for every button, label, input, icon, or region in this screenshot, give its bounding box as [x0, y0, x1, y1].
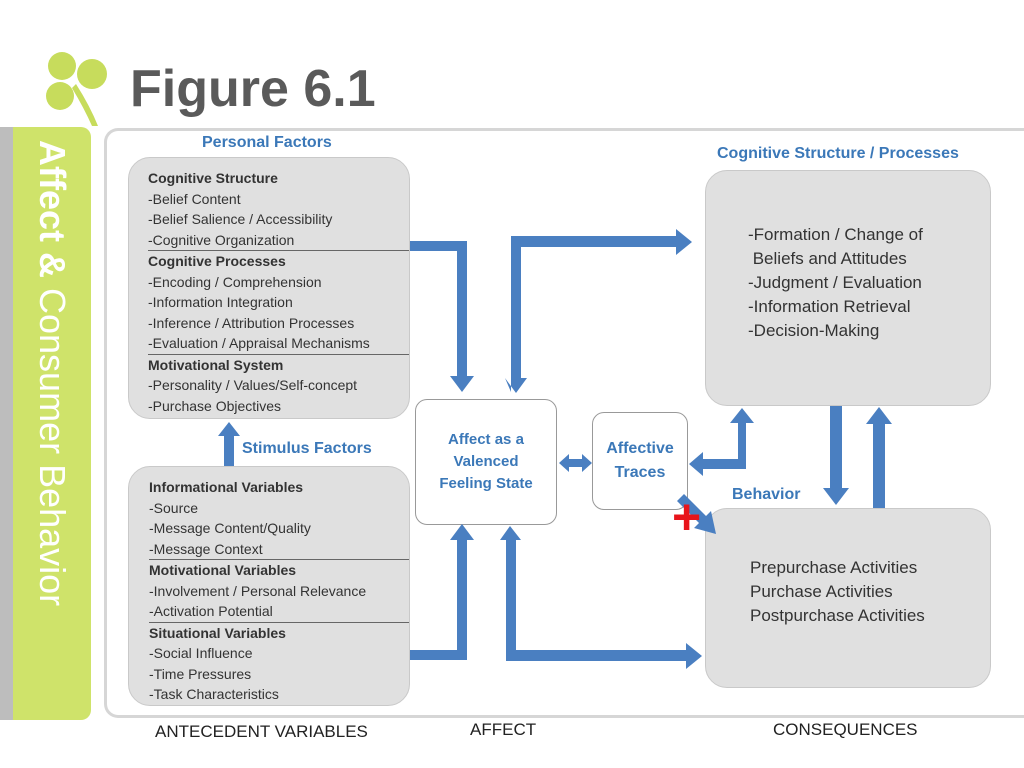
affect-line-1: Affect as a [448, 431, 524, 448]
personal-factor-line: -Inference / Attribution Processes [148, 314, 355, 331]
personal-factor-line: -Cognitive Organization [148, 230, 409, 251]
personal-factor-line: -Personality / Values/Self-concept [148, 377, 358, 393]
clover-logo-icon [46, 52, 107, 126]
personal-factor-line: Cognitive Processes [148, 253, 286, 269]
stimulus-factor-line: -Task Characteristics [149, 686, 279, 702]
affect-line-2: Valenced [453, 453, 519, 470]
stimulus-factor-line: Situational Variables [149, 624, 286, 641]
personal-factor-line: -Information Integration [148, 294, 293, 310]
behavior-item-line: Postpurchase Activities [750, 606, 925, 625]
stimulus-factor-line: -Involvement / Personal Relevance [149, 582, 367, 599]
affect-line-3: Feeling State [439, 475, 533, 492]
personal-factor-line: Motivational System [148, 356, 284, 373]
personal-factor-line: Cognitive Structure [148, 170, 278, 186]
stimulus-factor-line: -Source [149, 499, 199, 516]
cognitive-processes-box: -Formation / Change of Beliefs and Attit… [705, 170, 991, 406]
positive-influence-plus-icon: + [672, 489, 702, 545]
behavior-item-line: Purchase Activities [750, 582, 893, 601]
behavior-item-line: Prepurchase Activities [750, 558, 918, 577]
stimulus-factor-line: -Activation Potential [149, 601, 409, 623]
sidebar-title: Affect & Consumer Behavior [32, 140, 73, 607]
personal-factor-line: -Purchase Objectives [148, 397, 282, 414]
cognitive-item-line: -Formation / Change of [748, 225, 923, 244]
sidebar-band [13, 127, 91, 720]
antecedent-variables-label: ANTECEDENT VARIABLES [155, 722, 368, 741]
personal-factor-line: -Belief Salience / Accessibility [148, 211, 333, 227]
personal-factors-box: Cognitive Structure -Belief Content -Belie… [128, 157, 410, 419]
cognitive-item-line: -Information Retrieval [748, 297, 911, 316]
affect-state-box: Affect as a Valenced Feeling State [415, 399, 557, 525]
cognitive-item-line: -Decision-Making [748, 321, 880, 340]
stimulus-factor-line: -Message Content/Quality [149, 520, 311, 536]
sidebar-gray-strip [0, 127, 13, 720]
stimulus-factors-heading: Stimulus Factors [242, 440, 372, 457]
stimulus-factor-line: -Message Context [149, 539, 409, 560]
personal-factors-heading: Personal Factors [202, 134, 332, 151]
consequences-label: CONSEQUENCES [773, 720, 918, 739]
stimulus-factor-line: Motivational Variables [149, 562, 297, 578]
affective-traces-box: Affective Traces [592, 412, 688, 510]
stimulus-factors-box: Informational Variables -Source -Message C… [128, 466, 410, 706]
behavior-heading: Behavior [732, 486, 801, 503]
traces-line-1: Affective [606, 440, 674, 457]
personal-factor-line: -Encoding / Comprehension [148, 273, 322, 290]
stimulus-factor-line: Informational Variables [149, 479, 304, 495]
content-frame [104, 128, 1024, 718]
affect-label: AFFECT [470, 720, 537, 739]
cognitive-item-line: Beliefs and Attitudes [748, 249, 907, 268]
page-title: Figure 6.1 [130, 60, 376, 118]
stimulus-factor-line: -Social Influence [149, 645, 253, 661]
traces-line-2: Traces [614, 464, 666, 481]
cognitive-structure-heading: Cognitive Structure / Processes [717, 145, 959, 162]
personal-factor-line: -Evaluation / Appraisal Mechanisms [148, 333, 409, 355]
cognitive-item-line: -Judgment / Evaluation [748, 273, 922, 292]
stimulus-factor-line: -Time Pressures [149, 665, 252, 682]
personal-factor-line: -Belief Content [148, 190, 241, 207]
